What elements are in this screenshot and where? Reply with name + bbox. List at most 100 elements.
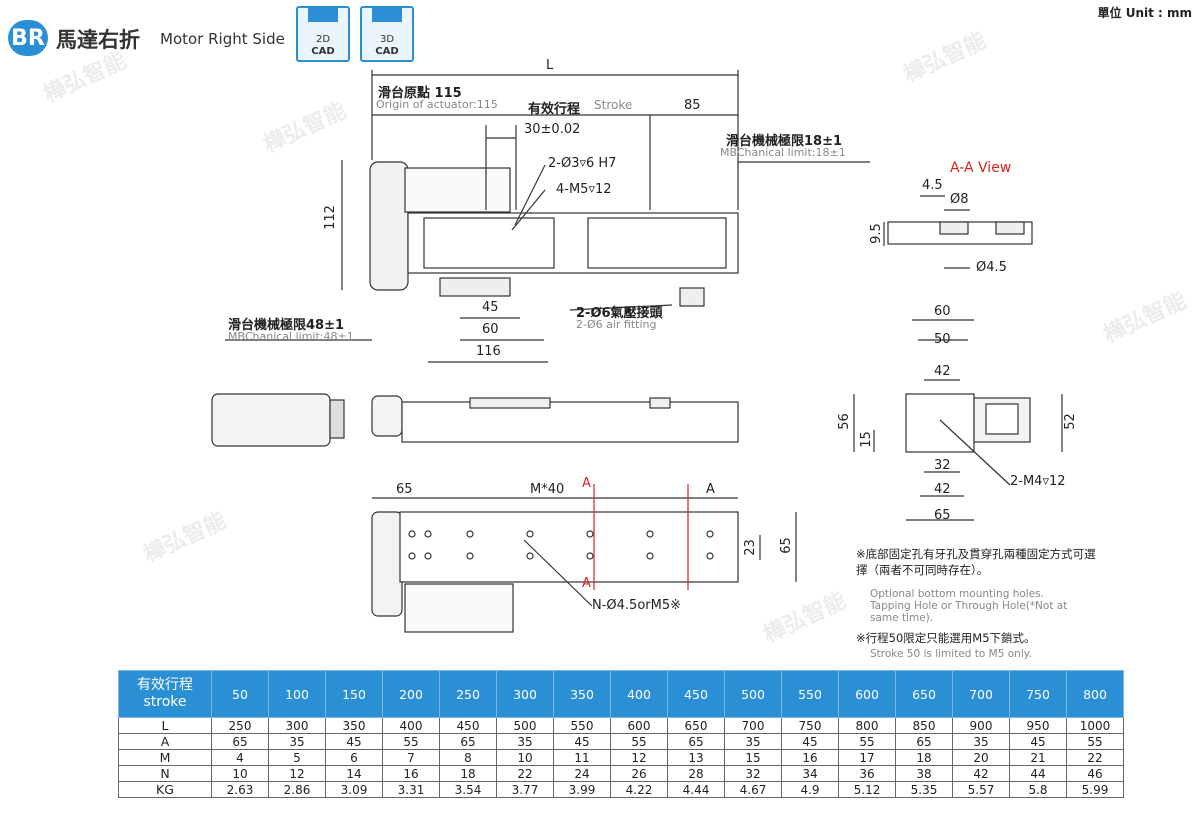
table-cell: 16 [781,749,839,766]
cad-3d-button[interactable]: 3D CAD [360,6,414,62]
dim-L: L [546,58,554,73]
end-dim-50: 50 [934,332,951,347]
table-cell: 20 [952,749,1010,766]
cover-strip [587,217,727,269]
table-cell: 700 [724,717,782,734]
table-cell: 2.86 [268,781,326,798]
table-cell: 18 [895,749,953,766]
table-cell: 55 [1066,733,1124,750]
table-cell: 650 [667,717,725,734]
stroke-label-en: Stroke [594,98,633,112]
unit-label: 單位 Unit : mm [1097,6,1192,20]
table-cell: 38 [895,765,953,782]
table-cell: 800 [838,717,896,734]
air-fitting-label-en: 2-Ø6 air fitting [576,318,657,331]
row-label: A [118,733,212,750]
series-badge: BR [8,20,48,56]
aa-view-title: A-A View [950,160,1012,176]
page-title-en: Motor Right Side [160,30,285,48]
table-cell: 65 [211,733,269,750]
stroke-cell: 350 [553,670,611,718]
aa-dim-4-5: 4.5 [922,178,943,193]
table-cell: 32 [724,765,782,782]
spec-table: 有效行程 stroke 50 100 150 200 250 300 350 4… [118,670,1124,798]
table-cell: 10 [496,749,554,766]
origin-label-zh: 滑台原點 115 [378,86,462,101]
aa-dim-4-5b: Ø4.5 [976,260,1007,275]
hole-spec-a: 2-Ø3▿6 H7 [548,156,617,171]
table-cell: 22 [496,765,554,782]
table-cell: 450 [439,717,497,734]
table-cell: 55 [610,733,668,750]
end-dim-15: 15 [858,431,874,448]
table-cell: 5.12 [838,781,896,798]
table-cell: 10 [211,765,269,782]
row-label: N [118,765,212,782]
end-dim-32: 32 [934,458,951,473]
table-cell: 35 [268,733,326,750]
table-cell: 28 [667,765,725,782]
stroke-cell: 300 [496,670,554,718]
table-cell: 45 [1009,733,1067,750]
table-cell: 35 [952,733,1010,750]
table-cell: 16 [382,765,440,782]
folder-tab-icon [308,8,338,22]
stroke-cell: 550 [781,670,839,718]
aa-dim-9-5: 9.5 [868,223,884,244]
table-cell: 65 [667,733,725,750]
table-cell: 24 [553,765,611,782]
table-cell: 5 [268,749,326,766]
dim-60: 60 [482,322,499,337]
section-marker-a2: A [582,576,591,591]
table-cell: 55 [382,733,440,750]
aa-dim-8: Ø8 [950,192,969,207]
stroke-cell: 100 [268,670,326,718]
end-hole-spec: 2-M4▿12 [1010,474,1066,489]
motor-side [211,393,331,447]
end-dim-65: 65 [934,508,951,523]
bottom-dim-65: 65 [396,482,413,497]
stroke-cell: 450 [667,670,725,718]
actuator-side [401,401,739,443]
end-dim-42: 42 [934,364,951,379]
table-cell: 35 [724,733,782,750]
fitting-block [439,277,511,297]
table-cell: 7 [382,749,440,766]
table-cell: 350 [325,717,383,734]
table-cell: 26 [610,765,668,782]
note-1-en: Optional bottom mounting holes. Tapping … [870,588,1068,624]
note-1-zh: ※底部固定孔有牙孔及貫穿孔兩種固定方式可選擇（兩者不可同時存在）。 [856,547,1096,577]
stroke-cell: 250 [439,670,497,718]
note-2-en: Stroke 50 is limited to M5 only. [870,648,1032,660]
table-cell: 850 [895,717,953,734]
motor-bracket [404,167,511,213]
table-cell: 18 [439,765,497,782]
table-cell: 750 [781,717,839,734]
header-stroke-en: stroke [143,694,187,710]
table-cell: 65 [439,733,497,750]
table-cell: 4 [211,749,269,766]
table-cell: 42 [952,765,1010,782]
table-cell: 17 [838,749,896,766]
table-cell: 5.8 [1009,781,1067,798]
folder-tab-icon [372,8,402,22]
stroke-cell: 400 [610,670,668,718]
table-cell: 45 [325,733,383,750]
table-cell: 400 [382,717,440,734]
cad-2d-button[interactable]: 2D CAD [296,6,350,62]
table-cell: 500 [496,717,554,734]
stroke-cell: 800 [1066,670,1124,718]
actuator-bottom [399,511,739,583]
cad-3d-sublabel: CAD [375,46,399,57]
cad-2d-sublabel: CAD [311,46,335,57]
bottom-dim-a: A [706,482,715,497]
table-cell: 550 [553,717,611,734]
table-cell: 6 [325,749,383,766]
stroke-cell: 700 [952,670,1010,718]
table-cell: 300 [268,717,326,734]
table-cell: 36 [838,765,896,782]
table-cell: 11 [553,749,611,766]
